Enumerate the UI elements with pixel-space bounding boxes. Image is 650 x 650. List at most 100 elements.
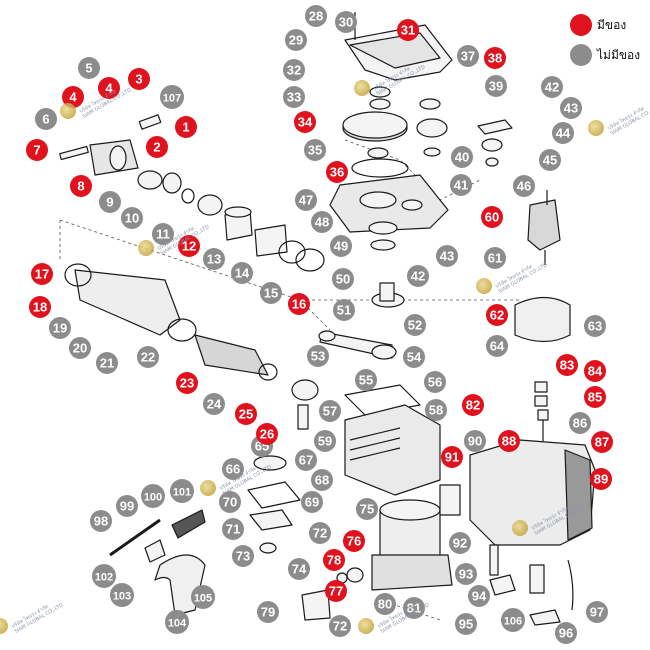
callout-number: 5 xyxy=(85,61,92,76)
armature-part xyxy=(527,199,561,251)
callout-circle xyxy=(232,545,254,567)
part-callout-105: 105 xyxy=(191,585,215,609)
callout-number: 80 xyxy=(378,597,392,612)
callout-number: 72 xyxy=(333,619,347,634)
part-callout-55: 55 xyxy=(355,369,377,391)
callout-number: 93 xyxy=(459,567,473,582)
callout-number: 83 xyxy=(560,358,574,373)
callout-circle xyxy=(323,549,345,571)
callout-circle xyxy=(78,57,100,79)
part-callout-76: 76 xyxy=(343,530,365,552)
part-callout-13: 13 xyxy=(203,248,225,270)
callout-circle xyxy=(555,622,577,644)
part-callout-96: 96 xyxy=(555,622,577,644)
gearbox-plate-part xyxy=(401,199,423,211)
part-callout-88: 88 xyxy=(498,430,520,452)
cover-part xyxy=(489,574,516,596)
part-callout-52: 52 xyxy=(404,314,426,336)
part-callout-7: 7 xyxy=(26,139,48,161)
callout-number: 14 xyxy=(235,266,250,281)
callout-circle xyxy=(152,223,174,245)
callout-circle xyxy=(141,484,165,508)
part-callout-5: 5 xyxy=(78,57,100,79)
part-callout-74: 74 xyxy=(288,558,310,580)
callout-circle xyxy=(70,175,92,197)
part-callout-38: 38 xyxy=(484,47,506,69)
callout-number: 86 xyxy=(573,416,587,431)
part-callout-23: 23 xyxy=(176,372,198,394)
bearing-part xyxy=(368,221,398,235)
cylinder-part xyxy=(254,224,288,257)
callout-number: 88 xyxy=(502,434,516,449)
callout-number: 92 xyxy=(453,536,467,551)
part-callout-107: 107 xyxy=(160,85,184,109)
callout-circle xyxy=(436,245,458,267)
legend-available-label: มีของ xyxy=(597,17,627,32)
callout-number: 4 xyxy=(105,81,113,96)
callout-circle xyxy=(96,352,118,374)
callout-number: 107 xyxy=(163,93,181,105)
callout-number: 38 xyxy=(488,51,502,66)
sleeve-part xyxy=(137,170,163,190)
callout-number: 94 xyxy=(472,589,487,604)
callout-number: 24 xyxy=(207,397,222,412)
callout-circle xyxy=(309,522,331,544)
callout-number: 54 xyxy=(407,350,422,365)
part-callout-83: 83 xyxy=(556,354,578,376)
callout-circle xyxy=(256,423,278,445)
callout-circle xyxy=(450,174,472,196)
callout-number: 100 xyxy=(144,492,162,504)
callout-circle xyxy=(374,593,396,615)
callout-number: 23 xyxy=(180,376,194,391)
connecting-rod-part xyxy=(371,344,397,360)
callout-number: 25 xyxy=(239,407,253,422)
callout-circle xyxy=(569,412,591,434)
part-callout-44: 44 xyxy=(552,122,574,144)
callout-circle xyxy=(285,29,307,51)
callout-number: 12 xyxy=(182,239,196,254)
part-callout-106: 106 xyxy=(501,608,525,632)
callout-number: 8 xyxy=(77,179,84,194)
callout-number: 31 xyxy=(401,23,415,38)
bearing-part xyxy=(481,138,503,152)
watermark-logo xyxy=(512,520,528,536)
watermark-logo xyxy=(60,103,76,119)
callout-number: 53 xyxy=(311,349,325,364)
callout-number: 76 xyxy=(347,534,361,549)
part-callout-37: 37 xyxy=(457,45,479,67)
callout-circle xyxy=(257,601,279,623)
callout-circle xyxy=(49,317,71,339)
side-handle-rod-part xyxy=(109,518,161,557)
ring-part xyxy=(197,194,223,216)
callout-circle xyxy=(219,491,241,513)
callout-number: 46 xyxy=(517,179,531,194)
callout-number: 48 xyxy=(315,215,329,230)
bearing-part xyxy=(423,147,441,157)
pin-part xyxy=(138,114,162,130)
callout-number: 90 xyxy=(468,434,482,449)
part-callout-10: 10 xyxy=(121,207,143,229)
part-callout-84: 84 xyxy=(584,360,606,382)
callout-number: 61 xyxy=(488,251,502,266)
callout-circle xyxy=(355,369,377,391)
plate-part xyxy=(249,509,293,531)
callout-circle xyxy=(294,111,316,133)
callout-circle xyxy=(165,610,189,634)
part-callout-85: 85 xyxy=(584,386,606,408)
callout-number: 75 xyxy=(360,502,374,517)
callout-circle xyxy=(501,608,525,632)
callout-number: 58 xyxy=(429,403,443,418)
callout-circle xyxy=(121,207,143,229)
callout-number: 39 xyxy=(489,79,503,94)
callout-number: 3 xyxy=(135,72,142,87)
part-callout-72: 72 xyxy=(309,522,331,544)
ring-part xyxy=(259,542,277,554)
watermark-logo xyxy=(354,80,370,96)
plate-part xyxy=(247,481,301,509)
callout-circle xyxy=(556,354,578,376)
part-callout-99: 99 xyxy=(116,495,138,517)
callout-number: 99 xyxy=(120,499,134,514)
callout-circle xyxy=(191,585,215,609)
watermark-logo xyxy=(200,480,216,496)
part-callout-3: 3 xyxy=(128,68,150,90)
